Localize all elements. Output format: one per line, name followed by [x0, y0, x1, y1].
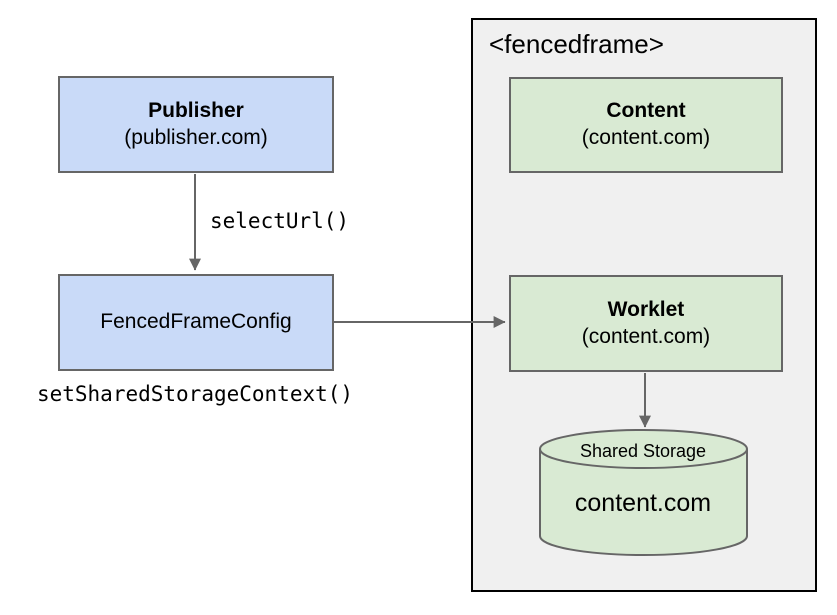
fenced-frame-config-title: FencedFrameConfig: [100, 310, 292, 334]
cylinder-body: [539, 449, 748, 556]
cylinder-top: [539, 429, 748, 469]
worklet-box: Worklet (content.com): [509, 275, 783, 372]
worklet-subtitle: (content.com): [581, 324, 711, 348]
publisher-box: Publisher (publisher.com): [58, 76, 334, 173]
shared-storage-origin: content.com: [574, 489, 712, 517]
publisher-title: Publisher: [148, 98, 244, 122]
selecturl-label: selectUrl(): [210, 209, 350, 233]
shared-storage-cylinder: [539, 429, 748, 556]
set-shared-storage-context-label: setSharedStorageContext(): [36, 382, 354, 406]
shared-storage-label: Shared Storage: [579, 441, 707, 461]
content-title: Content: [606, 99, 686, 123]
fenced-frame-config-box: FencedFrameConfig: [58, 274, 334, 371]
content-box: Content (content.com): [509, 77, 783, 173]
publisher-subtitle: (publisher.com): [124, 125, 268, 149]
content-subtitle: (content.com): [581, 126, 711, 149]
fencedframe-title: <fencedframe>: [489, 29, 664, 59]
worklet-title: Worklet: [607, 297, 685, 321]
